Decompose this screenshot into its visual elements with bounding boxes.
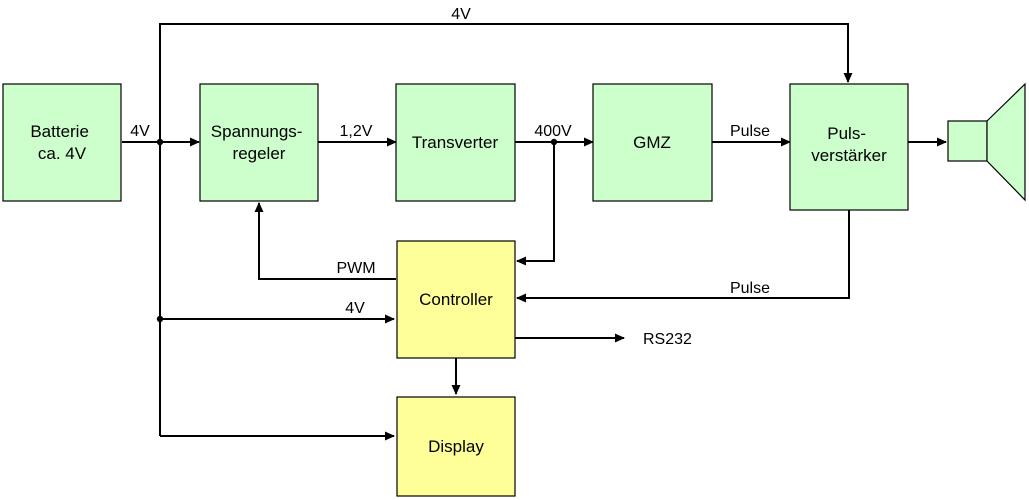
wire-pwm-to-regulator [254,202,396,280]
label-top-4v: 4V [451,6,471,23]
transverter-label: Transverter [412,133,499,152]
svg-text:Batterie ca. 4V: Batterie ca. 4V [30,122,93,163]
amplifier-label-line1: Puls- [827,124,866,143]
label-rs232: RS232 [643,331,692,348]
controller-label: Controller [419,290,493,309]
regulator-block: Spannungs- regeler [199,83,319,202]
gmz-label: GMZ [633,133,671,152]
junction-dot-controller-4v [156,315,164,323]
amplifier-label-line2: verstärker [811,146,887,165]
label-gmz-out: Pulse [730,123,770,140]
amplifier-block: Puls- verstärker [789,83,909,211]
svg-text:Spannungs- regeler: Spannungs- regeler [211,122,307,163]
display-label: Display [428,437,484,456]
label-controller-4v: 4V [345,300,365,317]
display-block: Display [396,396,516,497]
wire-amplifier-pulse-to-controller [516,210,850,303]
label-regulator-out: 1,2V [340,123,373,140]
regulator-label-line2: regeler [233,144,286,163]
wire-labels: 4V 4V 1,2V 400V Pulse PWM Pulse 4V RS232 [130,6,770,348]
label-amplifier-feedback: Pulse [730,280,770,297]
gmz-block: GMZ [592,83,713,202]
connections [122,23,947,441]
junction-dot-battery [156,138,164,146]
junction-dot-400v [550,138,558,146]
wire-top-4v-bus [159,23,853,142]
label-pwm: PWM [336,260,375,277]
label-transverter-out: 400V [534,123,572,140]
battery-label-line1: Batterie [30,122,89,141]
label-battery-out: 4V [130,123,150,140]
wire-400v-to-controller [516,142,555,266]
battery-block: Batterie ca. 4V [2,83,122,202]
speaker-icon [947,82,1026,202]
transverter-block: Transverter [395,83,516,202]
regulator-label-line1: Spannungs- [211,122,303,141]
controller-block: Controller [396,240,516,359]
battery-label-line2: ca. 4V [38,144,87,163]
svg-text:Puls- verstärker: Puls- verstärker [811,124,887,165]
